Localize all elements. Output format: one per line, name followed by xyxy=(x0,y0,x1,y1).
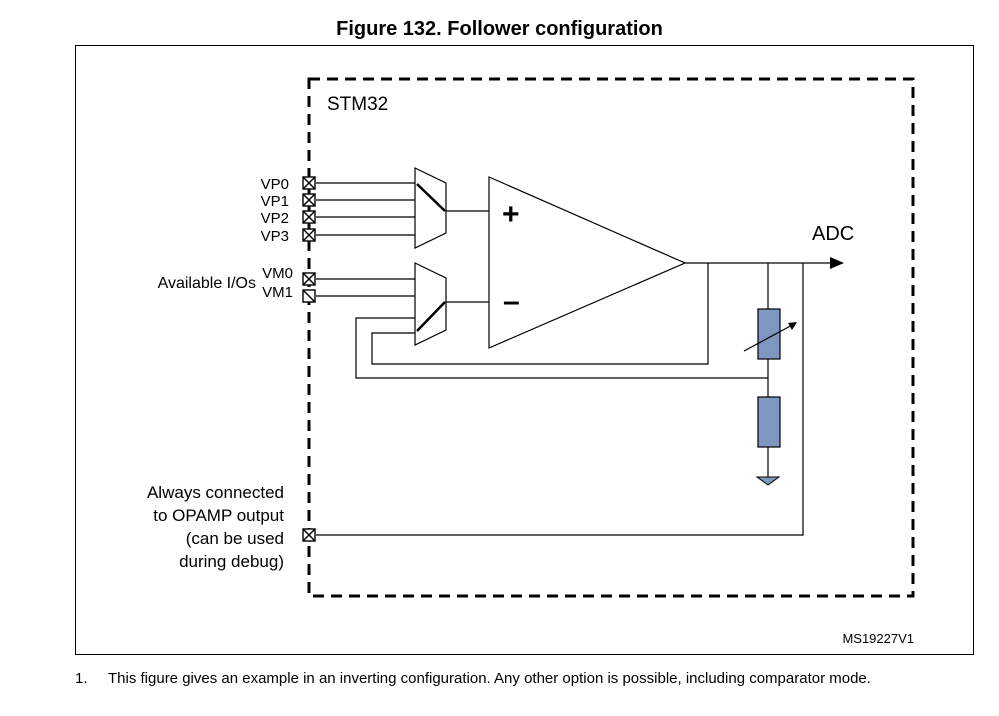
vp0-label: VP0 xyxy=(261,176,289,193)
pin-labels: VP0 VP1 VP2 VP3 VM0 VM1 Available I/Os xyxy=(158,176,293,301)
vp1-label: VP1 xyxy=(261,193,289,210)
note-text: This figure gives an example in an inver… xyxy=(108,670,871,687)
opamp-minus-sign: – xyxy=(503,285,520,318)
stm32-label: STM32 xyxy=(327,94,388,115)
available-ios-label: Available I/Os xyxy=(158,275,256,292)
vp-pin-markers xyxy=(302,176,316,242)
vp0-pin-marker xyxy=(302,176,316,190)
variable-resistor-arrow xyxy=(743,322,797,352)
variable-resistor-arrowhead-icon xyxy=(788,322,797,330)
vp2-pin-marker xyxy=(302,210,316,224)
vp3-label: VP3 xyxy=(261,228,289,245)
ground-icon xyxy=(755,476,781,486)
adc-arrow-icon xyxy=(830,257,844,269)
vm-pin-markers xyxy=(302,272,316,303)
opamp-output-line-1: Always connected xyxy=(147,483,284,502)
vp3-pin-marker xyxy=(302,228,316,242)
figure-title: Figure 132. Follower configuration xyxy=(336,18,663,40)
divider-feedback-wire xyxy=(355,317,768,379)
vp-wires xyxy=(316,182,415,297)
opamp-output-line-3: (can be used xyxy=(186,529,284,548)
vp1-pin-marker xyxy=(302,193,316,207)
opamp-output-line-2: to OPAMP output xyxy=(153,506,284,525)
vm0-label: VM0 xyxy=(262,265,293,282)
vm0-pin-marker xyxy=(302,272,316,286)
vm1-pin-marker xyxy=(302,289,316,303)
opamp-output-line-4: during debug) xyxy=(179,552,284,571)
note-number: 1. xyxy=(75,670,88,687)
debug-pin-marker xyxy=(302,528,316,542)
stm32-boundary xyxy=(307,77,915,598)
variable-resistor xyxy=(757,308,781,360)
negative-input-mux xyxy=(414,262,447,346)
vp2-label: VP2 xyxy=(261,210,289,227)
vm1-label: VM1 xyxy=(262,284,293,301)
opamp-output-note: Always connected to OPAMP output (can be… xyxy=(147,483,284,571)
fixed-resistor xyxy=(757,396,781,448)
positive-input-mux xyxy=(414,167,447,249)
opamp-plus-sign: + xyxy=(502,198,520,231)
adc-label: ADC xyxy=(812,223,854,245)
debug-output-wire xyxy=(316,263,804,536)
reference-code: MS19227V1 xyxy=(842,631,914,646)
follower-feedback-wire xyxy=(371,263,709,365)
opamp-triangle xyxy=(488,176,687,349)
figure-frame xyxy=(75,45,974,655)
